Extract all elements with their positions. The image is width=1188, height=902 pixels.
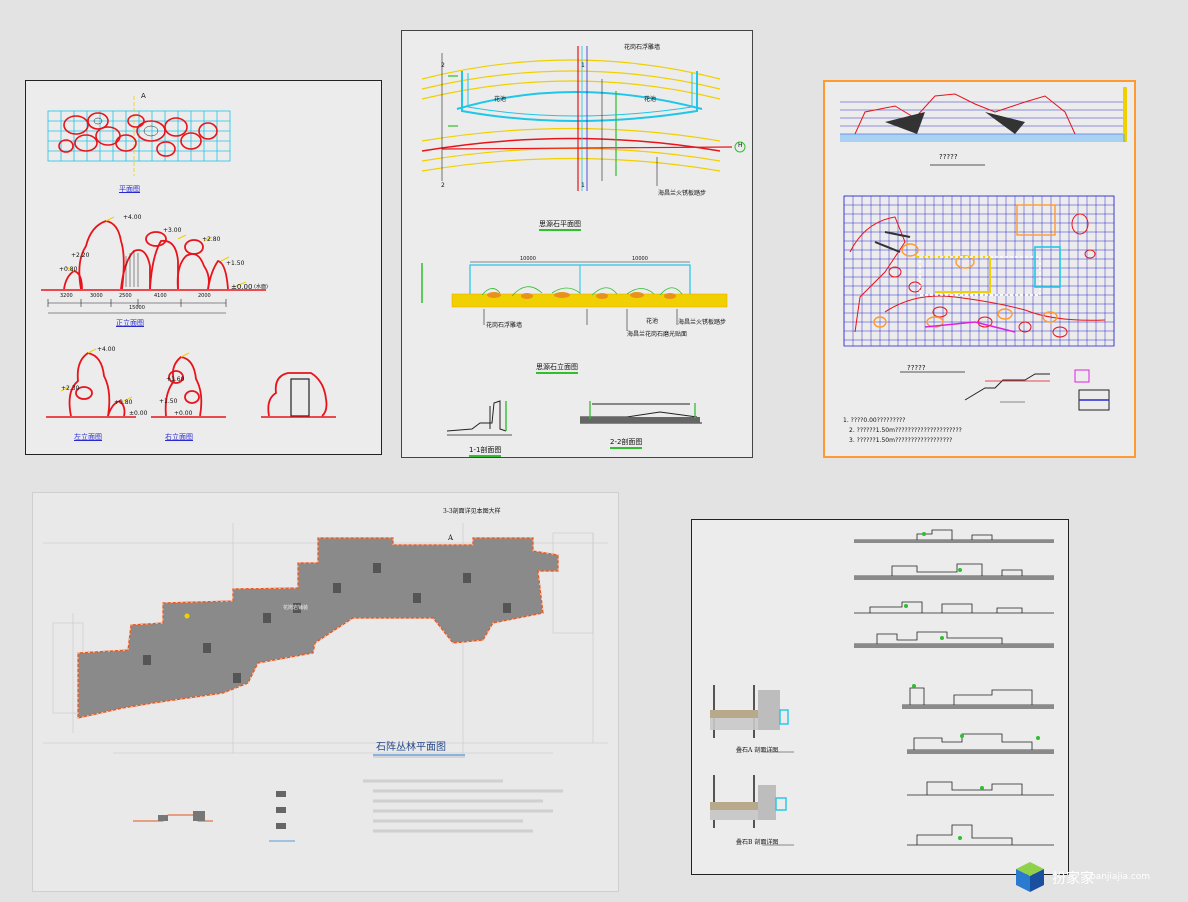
elevation-note: 海昌兰火锈板踏步 xyxy=(678,319,727,326)
sections-drawing xyxy=(710,529,1054,846)
axis-label-a: A xyxy=(141,92,146,100)
drawing-sheet-siyuan-stone: 花岗石浮雕墙 花池 花池 H 2 1 2 1 海昌兰火锈板踏步 思源石平面图 1… xyxy=(401,30,753,458)
grid-plan-drawing xyxy=(840,87,1127,411)
path-note: 海昌兰火锈板踏步 xyxy=(658,190,707,197)
level-label: +1.60 xyxy=(166,376,185,383)
cube-logo-icon xyxy=(1016,862,1044,892)
plan-title: ????? xyxy=(907,364,926,372)
note-line: 2. ??????1.50m????????????????????? xyxy=(849,427,962,434)
level-label: +0.80 xyxy=(114,399,133,406)
level-label: +0.00 xyxy=(174,410,193,417)
level-label: ±0.00 xyxy=(231,283,253,291)
logo-text: 扮家家 xyxy=(1052,871,1094,887)
elevation-note: 花岗石浮雕墙 xyxy=(486,322,523,329)
top-note: 3-3剖面详见本图大样 xyxy=(443,508,501,515)
drawing-sheet-sections: 叠石A 剖面详图 叠石B 剖面详图 xyxy=(691,519,1069,875)
pool-label: 花池 xyxy=(494,96,507,103)
water-note: (水面) xyxy=(254,284,268,290)
detail-title: 叠石B 剖面详图 xyxy=(736,839,779,846)
dim-label: 2500 xyxy=(119,293,132,299)
total-dim: 15000 xyxy=(129,305,145,311)
level-label: +2.80 xyxy=(202,236,221,243)
level-label: +0.80 xyxy=(59,266,78,273)
elevation-note: 花池 xyxy=(646,318,659,325)
elevation-dim: 10000 xyxy=(632,256,648,262)
section-mark: 1 xyxy=(581,62,585,69)
dim-label: 4100 xyxy=(154,293,167,299)
section-mark: 1 xyxy=(581,182,585,189)
elevation-note: 海昌兰花岗石磨光贴面 xyxy=(627,331,688,338)
front-elevation-title: 正立面图 xyxy=(116,319,144,327)
level-label: +1.50 xyxy=(226,260,245,267)
elevation-dim: 10000 xyxy=(520,256,536,262)
pool-label: 花池 xyxy=(644,96,657,103)
note-line: 3. ??????1.50m?????????????????? xyxy=(849,437,953,444)
detail-title: 叠石A 剖面详图 xyxy=(736,747,779,754)
level-label: +4.00 xyxy=(123,214,142,221)
rockery-drawing xyxy=(41,96,336,418)
level-label: +2.20 xyxy=(71,252,90,259)
inner-label: 花岗岩铺装 xyxy=(283,605,309,611)
stone-forest-drawing xyxy=(43,523,608,842)
section-title: 2-2剖面图 xyxy=(610,439,643,449)
stone-relief-note: 花岗石浮雕墙 xyxy=(624,44,661,51)
section-mark: 2 xyxy=(441,182,445,189)
axis-label-a: A xyxy=(448,534,454,542)
note-line: 1. ????0.00????????? xyxy=(843,417,906,424)
axis-label-h: H xyxy=(738,142,743,149)
drawing-sheet-stone-forest: 3-3剖面详见本图大样 A 花岗岩铺装 石阵丛林平面图 xyxy=(32,492,619,892)
left-elevation-title: 左立面图 xyxy=(74,433,102,441)
logo-url: banjiajia.com xyxy=(1090,872,1151,882)
plan-title: 思源石平面图 xyxy=(539,221,581,231)
section-title: 1-1剖面图 xyxy=(469,447,502,457)
elevation-title: 思源石立面图 xyxy=(536,364,578,374)
plan-title: 石阵丛林平面图 xyxy=(376,742,446,753)
siyuan-stone-drawing xyxy=(421,46,746,436)
dim-label: 3200 xyxy=(60,293,73,299)
plan-title: 平面图 xyxy=(119,185,140,193)
level-label: +1.50 xyxy=(159,398,178,405)
right-elevation-title: 右立面图 xyxy=(165,433,193,441)
banjiajia-logo: 扮家家 banjiajia.com xyxy=(1012,858,1172,894)
section-title: ????? xyxy=(939,153,958,161)
level-label: +3.00 xyxy=(163,227,182,234)
level-label: ±0.00 xyxy=(129,410,148,417)
dim-label: 2000 xyxy=(198,293,211,299)
drawing-sheet-rockery: A 平面图 +4.00 +3.00 +2.80 +2.20 +1.50 +0.8… xyxy=(25,80,382,455)
level-label: +2.30 xyxy=(61,385,80,392)
dim-label: 3000 xyxy=(90,293,103,299)
drawing-sheet-grid-plan: ????? ????? 1. ????0.00????????? 2. ????… xyxy=(823,80,1136,458)
level-label: +4.00 xyxy=(97,346,116,353)
section-mark: 2 xyxy=(441,62,445,69)
